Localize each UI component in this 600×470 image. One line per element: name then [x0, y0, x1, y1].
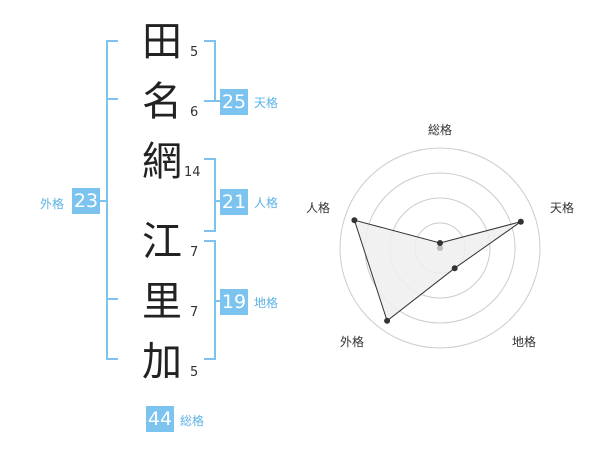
radar-label-tenkaku: 天格	[550, 200, 574, 215]
name-char-2: 名	[142, 79, 182, 125]
stroke-count-5: 7	[190, 305, 199, 320]
name-char-5: 里	[142, 279, 182, 325]
jinkaku-value: 21	[220, 189, 248, 215]
radar-polygon	[353, 219, 522, 322]
radar-point-0	[437, 240, 443, 246]
name-char-3: 網	[142, 139, 182, 185]
stroke-count-3: 14	[184, 165, 201, 180]
soukaku-value: 44	[146, 406, 174, 432]
radar-chart: 総格 天格 地格 外格 人格	[306, 122, 574, 349]
chikaku-value: 19	[220, 289, 248, 315]
radar-ring-4	[339, 147, 541, 349]
radar-center	[437, 245, 443, 251]
name-char-6: 加	[142, 339, 182, 385]
radar-label-gaikaku: 外格	[340, 334, 364, 349]
tenkaku-label: 天格	[254, 96, 279, 110]
stroke-count-6: 5	[190, 365, 199, 380]
name-char-1: 田	[142, 19, 182, 65]
stroke-count-2: 6	[190, 105, 199, 120]
stroke-count-4: 7	[190, 245, 199, 260]
gaikaku-value: 23	[72, 188, 100, 214]
jinkaku-label: 人格	[254, 196, 279, 210]
soukaku-label: 総格	[180, 414, 205, 428]
chikaku-label: 地格	[254, 296, 279, 310]
tenkaku-value: 25	[220, 89, 248, 115]
radar-label-soukaku: 総格	[428, 122, 452, 137]
stroke-count-1: 5	[190, 45, 199, 60]
radar-label-chikaku: 地格	[512, 334, 536, 349]
radar-point-3	[384, 317, 391, 324]
radar-point-1	[517, 218, 524, 225]
radar-point-2	[451, 265, 458, 272]
gaikaku-label: 外格	[40, 197, 65, 211]
name-char-4: 江	[142, 219, 182, 265]
radar-point-4	[351, 217, 358, 224]
radar-label-jinkaku: 人格	[306, 200, 330, 215]
